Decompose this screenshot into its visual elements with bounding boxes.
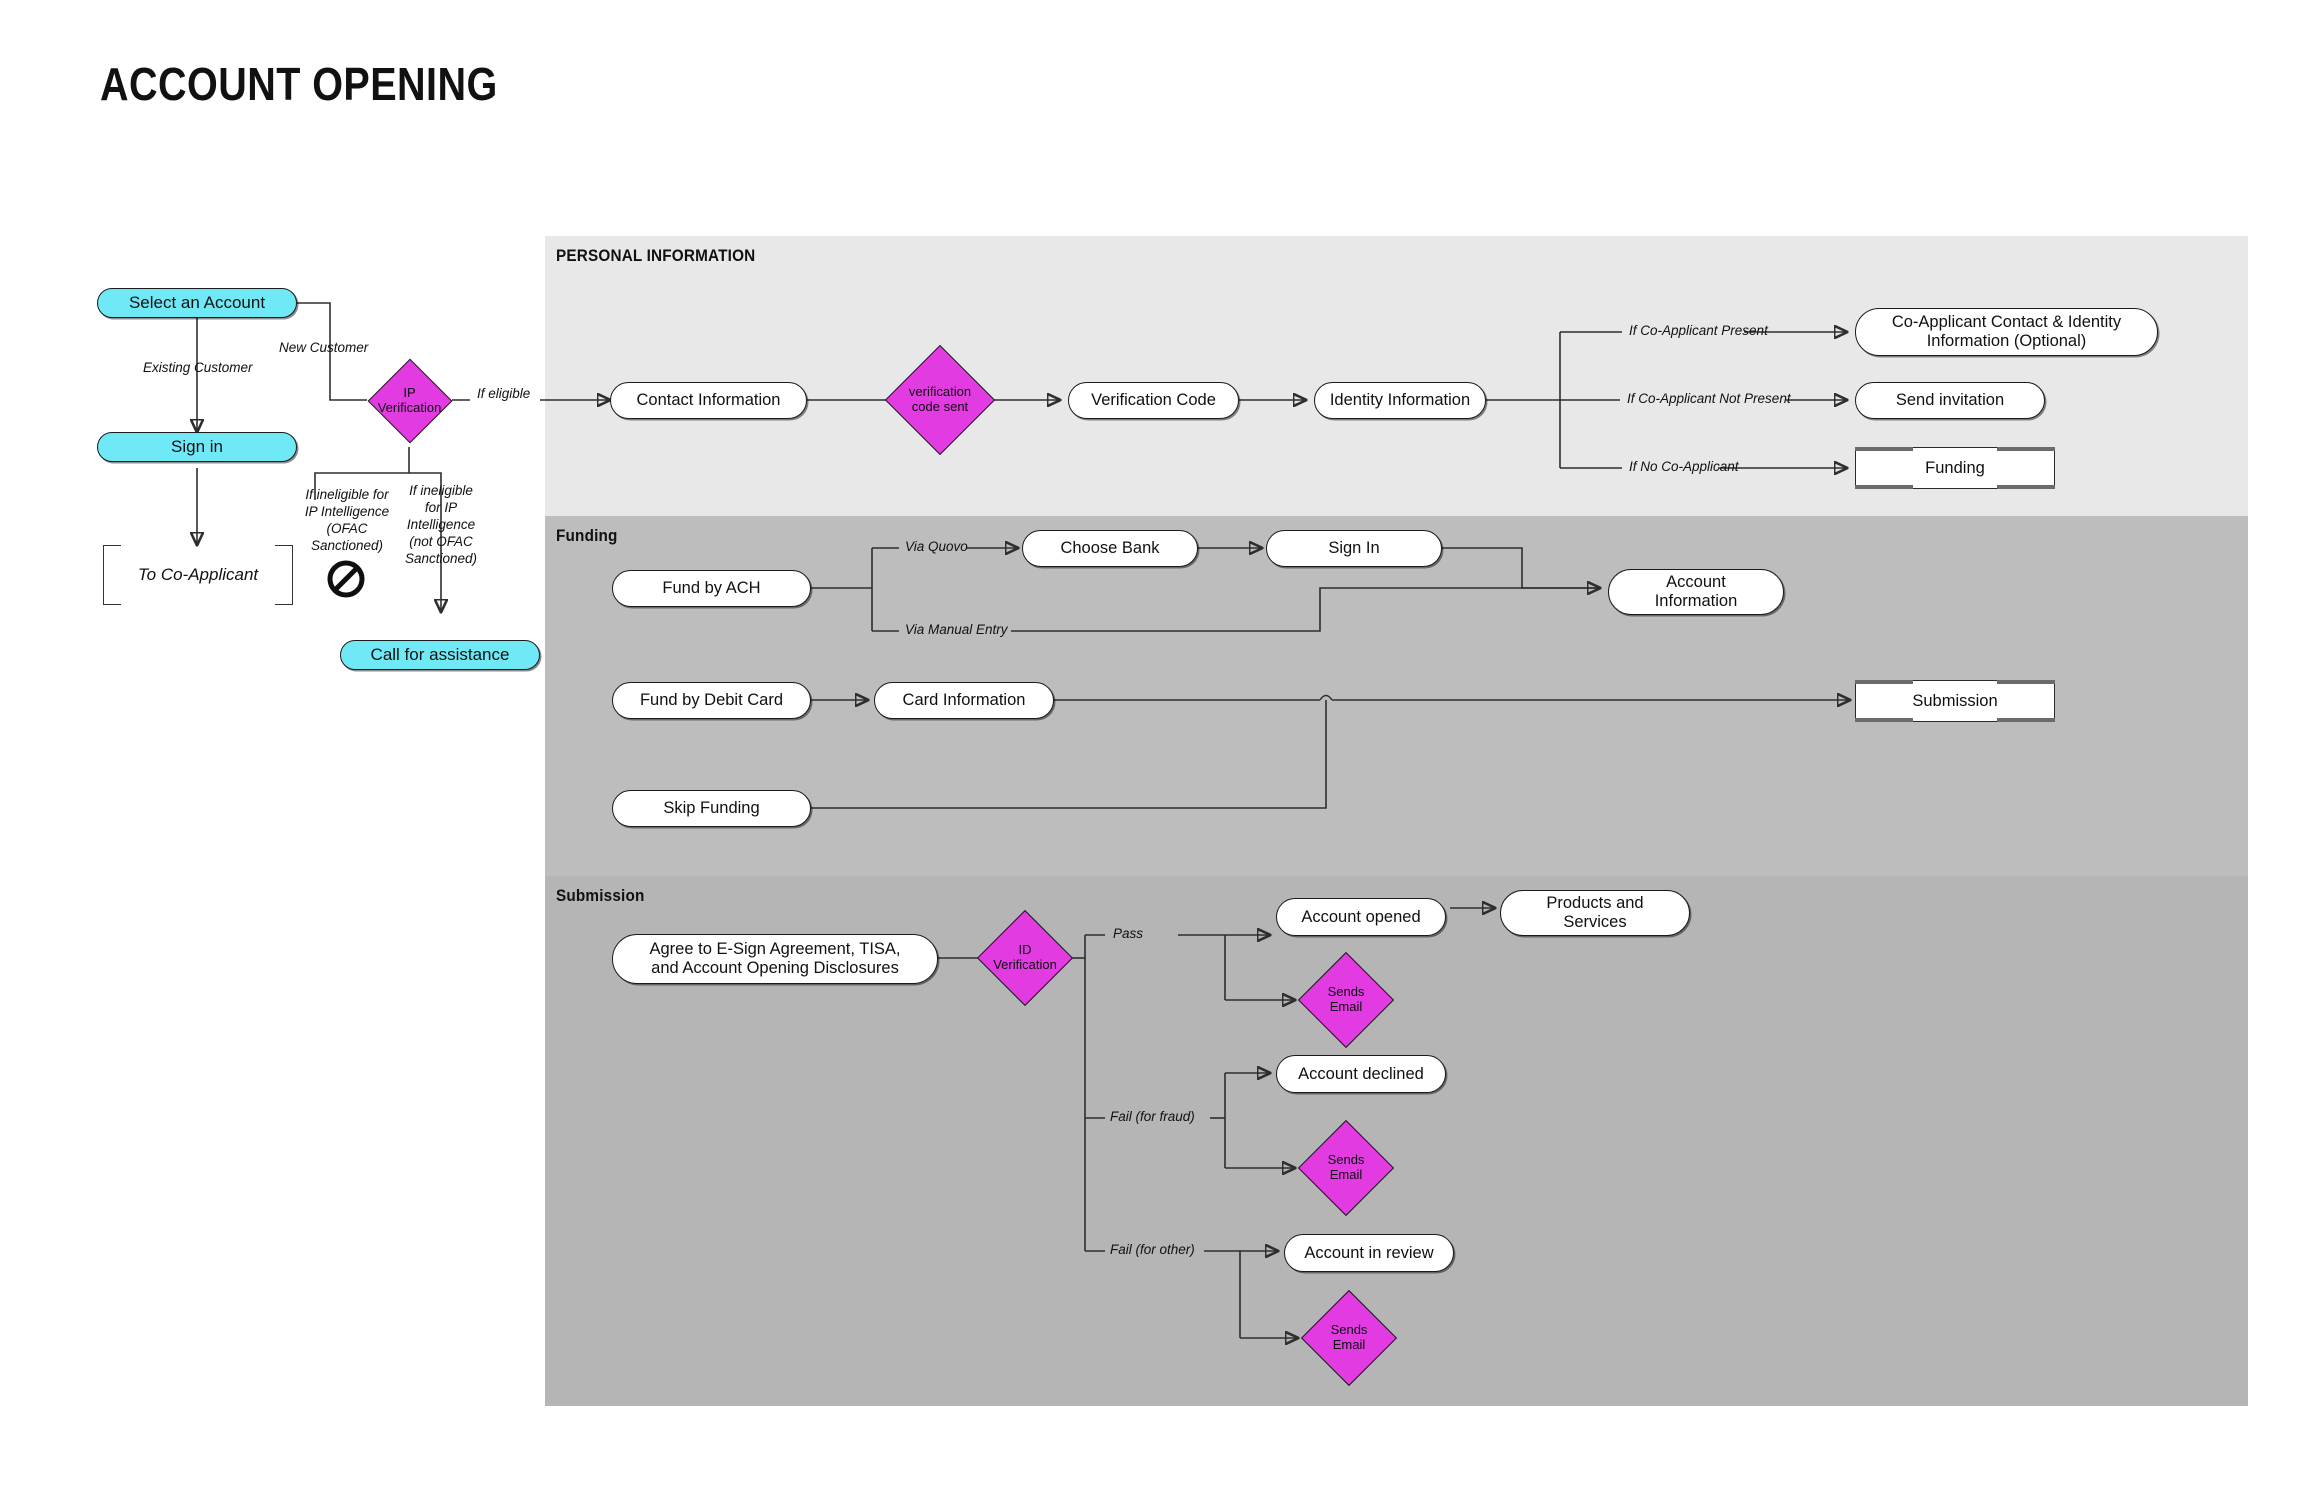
edge-label-ineligible-ofac: If ineligible for IP Intelligence (OFAC … [304, 487, 390, 553]
account-information-line1: Account [1666, 573, 1726, 592]
node-funding-reference[interactable]: Funding [1855, 447, 2055, 489]
id-verification-diamond-shape [976, 909, 1074, 1007]
page-title: ACCOUNT OPENING [100, 58, 498, 110]
node-select-an-account[interactable]: Select an Account [97, 288, 297, 318]
node-select-an-account-label: Select an Account [128, 293, 266, 313]
node-card-information-label: Card Information [902, 691, 1026, 710]
bracket-left [103, 545, 121, 605]
node-verification-code-label: Verification Code [1091, 391, 1216, 410]
edge-label-co-applicant-present: If Co-Applicant Present [1629, 323, 1768, 338]
sends-email-pass-diamond-shape [1297, 951, 1395, 1049]
node-send-invitation[interactable]: Send invitation [1855, 382, 2045, 419]
node-to-co-applicant-label: To Co-Applicant [137, 565, 259, 584]
edge-label-fail-fraud: Fail (for fraud) [1110, 1109, 1195, 1124]
node-fund-by-ach-label: Fund by ACH [662, 579, 761, 598]
co-applicant-line1: Co-Applicant Contact & Identity [1891, 313, 2122, 332]
node-sign-in-funding-label: Sign In [1328, 539, 1380, 558]
node-products-and-services-label: Products and Services [1546, 894, 1643, 932]
edge-label-ineligible-not-ofac: If ineligible for IP Intelligence (not O… [404, 483, 478, 566]
node-agree-disclosures-label: Agree to E-Sign Agreement, TISA, and Acc… [650, 940, 901, 978]
node-sends-email-pass[interactable]: Sends Email [1297, 951, 1395, 1049]
node-fund-by-ach[interactable]: Fund by ACH [612, 570, 811, 607]
sends-email-other-diamond-shape [1300, 1289, 1398, 1387]
node-sign-in-entry-label: Sign in [171, 437, 223, 457]
node-call-for-assistance-label: Call for assistance [370, 645, 510, 665]
node-call-for-assistance[interactable]: Call for assistance [340, 640, 540, 670]
node-agree-disclosures[interactable]: Agree to E-Sign Agreement, TISA, and Acc… [612, 934, 938, 984]
node-verification-code[interactable]: Verification Code [1068, 382, 1239, 419]
band-personal-information-label: PERSONAL INFORMATION [556, 246, 756, 265]
band-funding-label: Funding [556, 526, 618, 545]
edge-label-new-customer: New Customer [279, 340, 369, 355]
node-contact-information[interactable]: Contact Information [610, 382, 807, 419]
sends-email-fraud-diamond-shape [1297, 1119, 1395, 1217]
node-to-co-applicant[interactable]: To Co-Applicant [103, 545, 293, 605]
edge-label-no-co-applicant: If No Co-Applicant [1629, 459, 1739, 474]
node-co-applicant-contact-identity-label: Co-Applicant Contact & Identity Informat… [1892, 313, 2121, 351]
edge-label-fail-other: Fail (for other) [1110, 1242, 1195, 1257]
node-sends-email-other[interactable]: Sends Email [1300, 1289, 1398, 1387]
node-account-information[interactable]: Account Information [1608, 569, 1784, 615]
node-skip-funding[interactable]: Skip Funding [612, 790, 811, 827]
node-sign-in-entry[interactable]: Sign in [97, 432, 297, 462]
node-card-information[interactable]: Card Information [874, 682, 1054, 719]
account-information-line2: Information [1654, 592, 1738, 610]
products-services-line1: Products and [1546, 894, 1644, 913]
node-ip-verification[interactable]: IP Verification [367, 358, 452, 443]
node-choose-bank-label: Choose Bank [1060, 539, 1160, 558]
edge-label-co-applicant-not-present: If Co-Applicant Not Present [1627, 391, 1791, 406]
node-submission-reference-label: Submission [1912, 691, 1998, 710]
bracket-right [275, 545, 293, 605]
node-identity-information-label: Identity Information [1329, 391, 1471, 410]
node-account-declined[interactable]: Account declined [1276, 1055, 1446, 1093]
node-fund-by-debit-card-label: Fund by Debit Card [639, 691, 784, 710]
co-applicant-line2: Information (Optional) [1926, 332, 2087, 350]
agree-disclosures-line2: and Account Opening Disclosures [651, 959, 899, 977]
verification-code-sent-diamond-shape [884, 344, 996, 456]
edge-label-via-quovo: Via Quovo [905, 539, 968, 554]
node-account-in-review-label: Account in review [1304, 1243, 1434, 1262]
agree-disclosures-line1: Agree to E-Sign Agreement, TISA, [649, 940, 901, 959]
edge-label-existing-customer: Existing Customer [143, 360, 253, 375]
ip-verification-diamond-shape [367, 358, 452, 443]
node-account-opened[interactable]: Account opened [1276, 898, 1446, 936]
node-sign-in-funding[interactable]: Sign In [1266, 530, 1442, 567]
node-funding-reference-label: Funding [1925, 458, 1985, 477]
node-verification-code-sent[interactable]: verification code sent [884, 344, 996, 456]
node-submission-reference[interactable]: Submission [1855, 680, 2055, 722]
node-account-information-label: Account Information [1655, 573, 1738, 611]
node-account-declined-label: Account declined [1298, 1064, 1424, 1083]
node-skip-funding-label: Skip Funding [663, 799, 760, 818]
node-products-and-services[interactable]: Products and Services [1500, 890, 1690, 936]
node-id-verification[interactable]: ID Verification [976, 909, 1074, 1007]
node-identity-information[interactable]: Identity Information [1314, 382, 1486, 419]
edge-label-pass: Pass [1113, 926, 1144, 941]
band-submission-label: Submission [556, 886, 645, 905]
node-choose-bank[interactable]: Choose Bank [1022, 530, 1198, 567]
edge-label-via-manual-entry: Via Manual Entry [905, 622, 1008, 637]
node-account-opened-label: Account opened [1301, 907, 1421, 926]
node-account-in-review[interactable]: Account in review [1284, 1234, 1454, 1272]
node-send-invitation-label: Send invitation [1895, 391, 2005, 410]
prohibition-icon [325, 558, 367, 600]
products-services-line2: Services [1563, 913, 1627, 931]
edge-label-if-eligible: If eligible [477, 386, 531, 401]
node-sends-email-fraud[interactable]: Sends Email [1297, 1119, 1395, 1217]
node-co-applicant-contact-identity[interactable]: Co-Applicant Contact & Identity Informat… [1855, 308, 2158, 356]
node-fund-by-debit-card[interactable]: Fund by Debit Card [612, 682, 811, 719]
node-contact-information-label: Contact Information [636, 391, 781, 410]
